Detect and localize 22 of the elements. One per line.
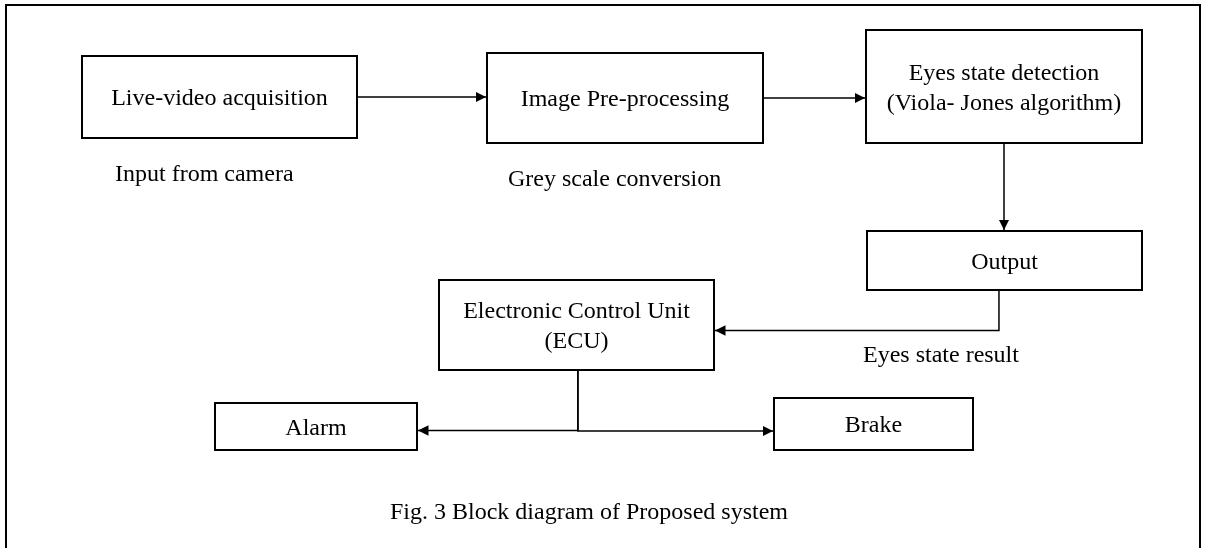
arrow [357, 91, 487, 103]
arrow [998, 143, 1010, 231]
box-label: Alarm [285, 412, 347, 442]
figure-caption: Fig. 3 Block diagram of Proposed system [390, 497, 788, 526]
box-label: Electronic Control Unit (ECU) [462, 296, 691, 355]
box-label: Brake [844, 410, 903, 439]
process-box [773, 397, 974, 451]
box-caption: Input from camera [115, 159, 294, 188]
box-caption: Grey scale conversion [508, 164, 722, 193]
box-label: Eyes state detection (Viola- Jones algorithm) [885, 57, 1123, 117]
arrow [763, 92, 866, 104]
process-box [865, 29, 1143, 144]
arrow [714, 290, 1000, 336]
box-label: Output [971, 246, 1038, 276]
process-box [214, 402, 418, 451]
process-box [438, 279, 715, 371]
box-label: Image Pre-processing [520, 84, 730, 113]
arrow [577, 370, 774, 437]
process-box [486, 52, 764, 144]
process-box [81, 55, 358, 139]
box-label: Live-video acquisition [111, 83, 328, 112]
process-box [866, 230, 1143, 291]
